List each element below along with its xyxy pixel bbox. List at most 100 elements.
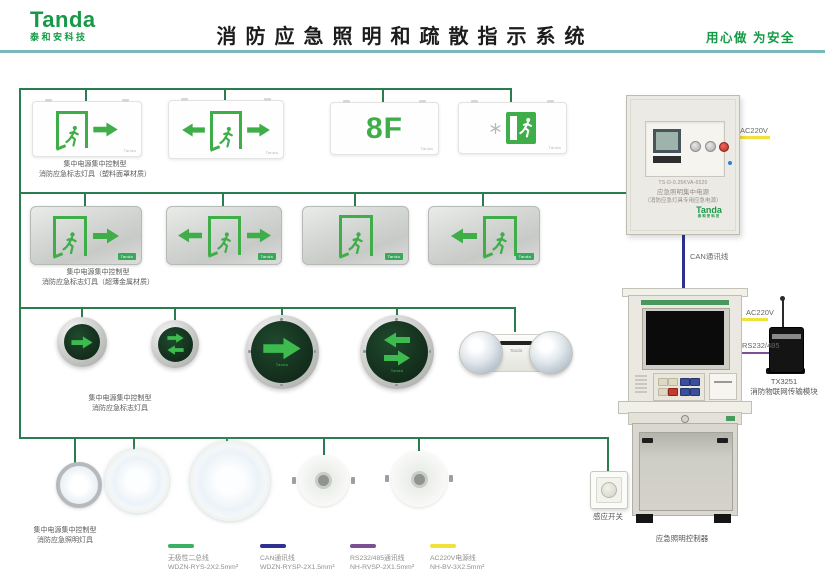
status-led [728, 161, 732, 165]
brand-submark: 泰和安科技 [697, 214, 721, 218]
key [680, 378, 690, 386]
can-bus-wire [682, 233, 685, 288]
legend-spec: WDZN-RYS-2X2.5mm² [168, 563, 239, 571]
drop-wire [514, 307, 516, 332]
door-handle-right [717, 438, 728, 443]
arrow-left-icon [383, 332, 411, 348]
arrow-right-icon [93, 228, 119, 244]
legend-swatch [168, 544, 194, 548]
drop-wire [323, 437, 325, 456]
group-label-line: 集中电源集中控制型 [66, 269, 130, 276]
legend-spec: NH-RVSP-2X1.5mm² [350, 563, 415, 571]
group-label-line: 消防应急标志灯具（超薄金属材质） [42, 278, 154, 286]
door-frame-icon [209, 110, 242, 152]
lamp-head-left [459, 331, 503, 375]
door-leaf [209, 144, 221, 152]
model-strip [641, 300, 729, 305]
paper-slot [714, 381, 732, 383]
group-label-line: 集中电源集中控制型 [88, 395, 152, 402]
antenna [782, 299, 784, 329]
floor-number: 8F [365, 111, 403, 145]
mount-tab [471, 100, 478, 103]
brand-mark: Tanda [548, 145, 561, 150]
power-box-name: 应急照明集中电源 [657, 188, 709, 196]
door-opening [509, 116, 517, 140]
logo-text: Tanda [30, 7, 96, 32]
control-knob [690, 141, 701, 152]
metal-exit-sign-man: Tanda [302, 206, 409, 265]
group-label-row2: 集中电源集中控制型 消防应急标志灯具（超薄金属材质） [28, 268, 168, 287]
panel-light-medium [105, 449, 169, 513]
brand-badge: Tanda [384, 253, 403, 260]
drop-wire [382, 88, 384, 102]
drop-wire [85, 88, 87, 101]
door-frame-icon [207, 216, 241, 258]
antenna-tip [780, 296, 785, 301]
speaker-grille [635, 375, 647, 395]
screw [248, 350, 251, 353]
arrow-right-icon [247, 123, 270, 137]
drop-wire [354, 192, 356, 206]
controller-label: 应急照明控制器 [655, 534, 709, 543]
legend-item-rs: RS232/485通讯线 NH-RVSP-2X1.5mm² [350, 544, 414, 571]
screw [428, 350, 431, 353]
brand-mark: Tanda [696, 205, 722, 215]
arrow-right-icon [263, 337, 301, 360]
arrow-right-icon [71, 336, 93, 349]
emergency-power-supply-box: TS-D-0.25KVA-6520 应急照明集中电源 （消防应急灯具专用应急电源… [626, 95, 740, 235]
ac220v-mid-label: AC220V [746, 308, 774, 317]
brand-badge: Tanda [515, 253, 534, 260]
mount-clip [351, 477, 355, 484]
key [680, 388, 690, 396]
door-leaf [55, 143, 67, 151]
light-face: Tanda [251, 321, 313, 383]
drop-wire [174, 307, 176, 321]
legend-label: 无极性二总线 [168, 554, 209, 562]
power-box-model: TS-D-0.25KVA-6520 [658, 180, 708, 186]
key [690, 388, 700, 396]
can-label: CAN通讯线 [690, 252, 729, 261]
arrow-left-icon [451, 228, 477, 244]
header-slogan: 用心做 为安全 [706, 31, 795, 45]
brand-mark: Tanda [123, 148, 136, 153]
lamp-center [315, 472, 332, 489]
exit-sign-both-directions: Tanda [168, 98, 284, 159]
door-frame-icon [482, 215, 517, 259]
screw [395, 383, 398, 386]
power-box-subtitle: （消防应急灯具专用应急电源） [644, 198, 722, 205]
sensor-label: 感应开关 [593, 512, 623, 521]
key [668, 378, 678, 386]
door-frame-icon [52, 215, 87, 259]
legend-label: RS232/485通讯线 [350, 554, 405, 562]
running-man-icon [347, 231, 365, 256]
group-label-line: 消防应急照明灯具 [37, 536, 93, 544]
door-frame-icon [55, 110, 88, 151]
drop-wire [281, 307, 283, 316]
screw [395, 318, 398, 321]
legend-spec: WDZN-RYSP-2X1.5mm² [260, 563, 335, 571]
controller-screen [646, 311, 724, 365]
power-button [719, 142, 729, 152]
exit-sign-filled-pictogram: Tanda [458, 100, 567, 154]
group-label-line: 集中电源集中控制型 [33, 527, 97, 534]
rs232-485-label: RS232/485 [742, 341, 780, 350]
spot-downlight-small [292, 455, 355, 506]
lcd-screen [656, 132, 678, 150]
control-knob [705, 141, 716, 152]
downlight-small-ring [56, 462, 102, 508]
legend-item-bus: 无极性二总线 WDZN-RYS-2X2.5mm² [168, 544, 238, 571]
door-leaf [482, 251, 494, 259]
brand-mark: Tanda [420, 146, 433, 151]
arrow-right-icon [167, 333, 184, 343]
power-box-text: TS-D-0.25KVA-6520 应急照明集中电源 （消防应急灯具专用应急电源… [631, 180, 735, 206]
tx-module-label: TX3251 消防物联网传输模块 [748, 377, 820, 397]
page-title: 消防应急照明和疏散指示系统 [216, 26, 594, 48]
group-label-row3: 集中电源集中控制型 消防应急标志灯具 [55, 394, 185, 413]
brand-mark: Tanda [390, 367, 404, 373]
drop-wire [84, 192, 86, 206]
mount-tab [343, 100, 350, 103]
cabinet-lower-body [632, 423, 738, 516]
bus-row2-wire [19, 192, 628, 194]
drop-wire [74, 437, 76, 463]
motion-sensor-switch [590, 471, 628, 509]
